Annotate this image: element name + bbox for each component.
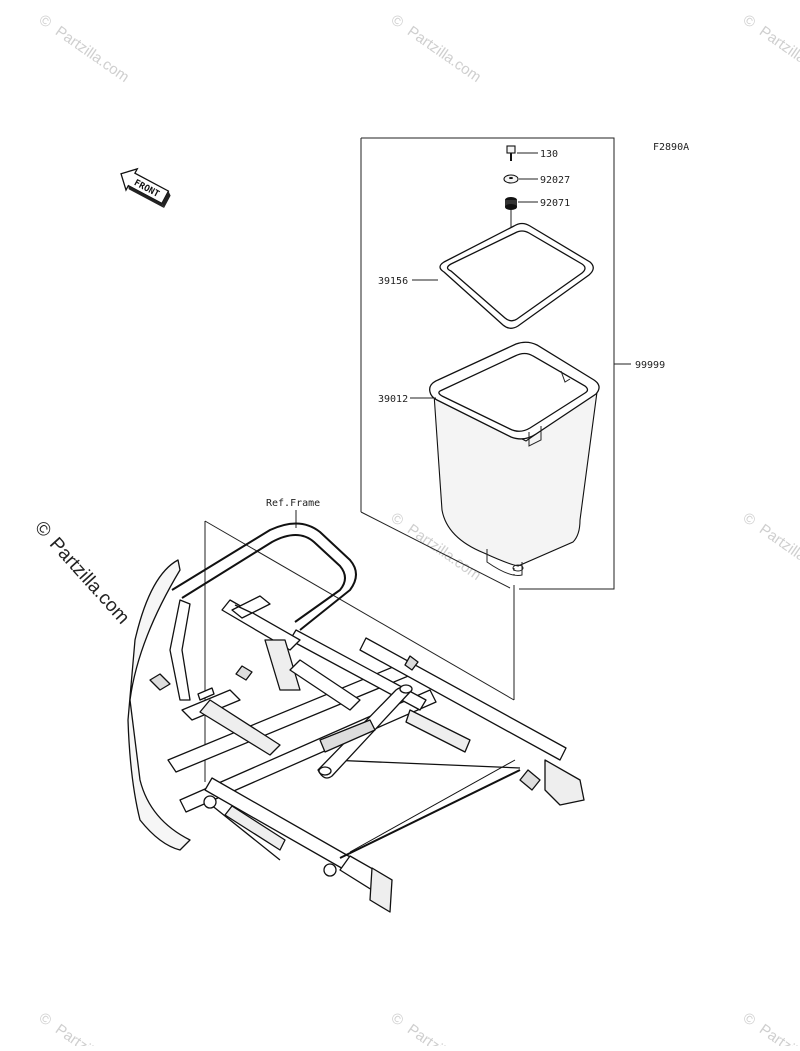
vehicle-frame xyxy=(127,522,585,913)
watermark-bottom-center: © Partzilla.com xyxy=(388,1009,484,1051)
part-label-130: 130 xyxy=(540,149,558,160)
watermark-text: Partzilla.com xyxy=(404,23,484,86)
washer-92027-icon xyxy=(503,174,519,184)
watermark-dark-left: © Partzilla.com xyxy=(30,517,133,628)
watermark-top-left: © Partzilla.com xyxy=(36,11,132,86)
grommet-92071-icon xyxy=(505,197,517,210)
watermark-symbol: © xyxy=(740,11,759,31)
watermark-text: Partzilla.com xyxy=(404,1021,484,1046)
watermark-text: Partzilla.com xyxy=(756,521,800,584)
watermark-symbol: © xyxy=(36,11,55,31)
watermark-symbol: © xyxy=(740,1009,759,1029)
watermark-top-right: © Partzilla.com xyxy=(740,11,800,86)
part-label-39012: 39012 xyxy=(378,394,408,405)
storage-box-39012-icon xyxy=(429,341,600,576)
figure-code: F2890A xyxy=(653,142,689,153)
watermark-bottom-left: © Partzilla.com xyxy=(36,1009,132,1051)
watermark-symbol: © xyxy=(388,1009,407,1029)
watermark-text: Partzilla.com xyxy=(52,23,132,86)
assembly-bracket-diagonal xyxy=(360,511,511,589)
part-label-99999: 99999 xyxy=(635,360,665,371)
watermark-mid-right: © Partzilla.com xyxy=(740,509,800,584)
front-arrow-icon: FRONT xyxy=(120,167,171,208)
watermark-text: Partzilla.com xyxy=(52,1021,132,1046)
watermark-text: Partzilla.com xyxy=(756,1021,800,1046)
watermark-bottom-right: © Partzilla.com xyxy=(740,1009,800,1051)
watermark-symbol: © xyxy=(740,509,759,529)
watermark-symbol: © xyxy=(36,1009,55,1029)
watermark-top-center: © Partzilla.com xyxy=(388,11,484,86)
ref-frame-label: Ref.Frame xyxy=(266,498,320,509)
part-label-92071: 92071 xyxy=(540,198,570,209)
watermark-text: Partzilla.com xyxy=(756,23,800,86)
part-label-92027: 92027 xyxy=(540,175,570,186)
watermark-symbol: © xyxy=(30,517,55,541)
seal-ring-39156-icon xyxy=(439,222,594,329)
watermark-text: Partzilla.com xyxy=(45,534,133,629)
bolt-130-icon xyxy=(506,145,516,161)
part-label-39156: 39156 xyxy=(378,276,408,287)
watermark-symbol: © xyxy=(388,11,407,31)
